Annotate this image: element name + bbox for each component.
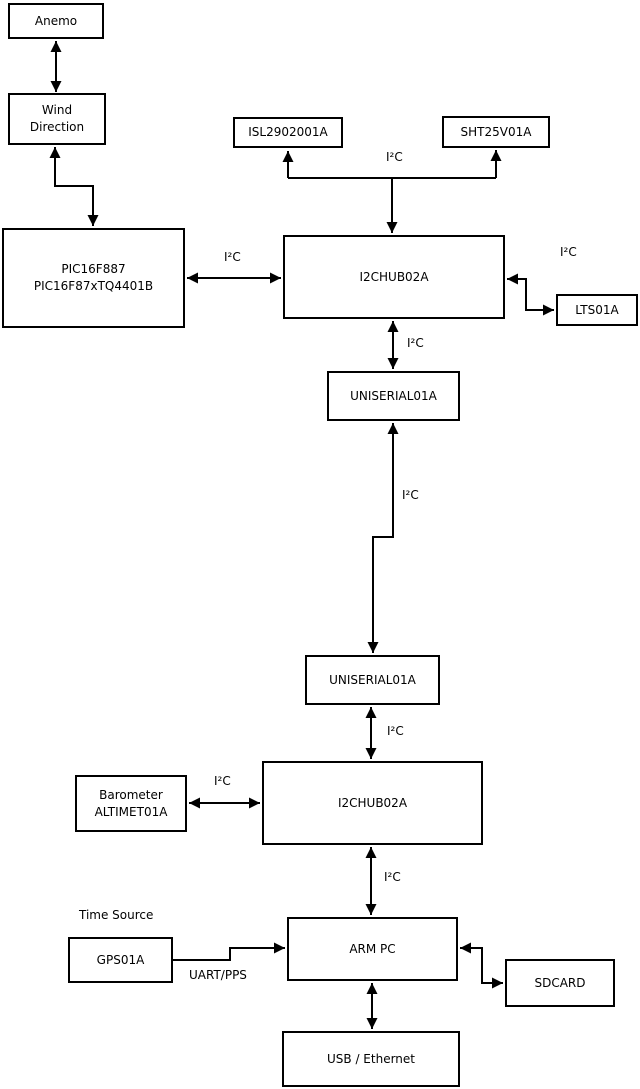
node-sdcard: SDCARD [505, 959, 615, 1007]
edge-label-i2c-sensor-bus: I²C [386, 150, 403, 164]
connector-gps-armpc [173, 942, 285, 961]
node-uniserial-bottom-label: UNISERIAL01A [329, 672, 416, 687]
node-arm-pc: ARM PC [287, 917, 458, 981]
node-uniserial-top-label: UNISERIAL01A [350, 388, 437, 403]
node-wind-direction-label: Wind Direction [29, 103, 85, 134]
node-isl-sensor: ISL2902001A [233, 117, 343, 148]
node-lts-sensor: LTS01A [556, 294, 638, 326]
edge-label-i2c-barometer: I²C [214, 774, 231, 788]
node-pic-microcontroller-label: PIC16F887 PIC16F87xTQ4401B [33, 262, 154, 293]
connector-hub1-lts [507, 273, 554, 316]
time-source-annotation: Time Source [79, 908, 154, 922]
node-gps-label: GPS01A [96, 952, 145, 967]
edge-label-i2c-uniserial-link: I²C [402, 488, 419, 502]
node-i2c-hub-top-label: I2CHUB02A [359, 269, 429, 284]
edge-label-i2c-uniserial-hub2: I²C [387, 724, 404, 738]
edge-label-uart-pps: UART/PPS [189, 968, 247, 982]
node-sdcard-label: SDCARD [534, 975, 586, 990]
node-arm-pc-label: ARM PC [349, 941, 396, 956]
connector-wind-pic [49, 147, 99, 226]
node-anemometer-label: Anemo [34, 13, 78, 28]
node-sht-sensor: SHT25V01A [442, 116, 550, 148]
node-wind-direction: Wind Direction [8, 93, 106, 145]
node-anemometer: Anemo [8, 3, 104, 39]
connector-armpc-sdcard [460, 942, 503, 989]
node-barometer-label: Barometer ALTIMET01A [94, 787, 168, 819]
edge-label-i2c-hub-uniserial: I²C [407, 336, 424, 350]
node-barometer: Barometer ALTIMET01A [75, 775, 187, 832]
node-i2c-hub-bottom-label: I2CHUB02A [337, 795, 408, 810]
node-i2c-hub-top: I2CHUB02A [283, 235, 505, 319]
connector-uniserial1-uniserial2 [367, 423, 399, 653]
node-usb-ethernet: USB / Ethernet [282, 1031, 460, 1087]
node-i2c-hub-bottom: I2CHUB02A [262, 761, 483, 845]
node-pic-microcontroller: PIC16F887 PIC16F87xTQ4401B [2, 228, 185, 328]
node-uniserial-bottom: UNISERIAL01A [305, 655, 440, 705]
node-gps: GPS01A [68, 937, 173, 983]
node-lts-sensor-label: LTS01A [575, 302, 619, 317]
node-usb-ethernet-label: USB / Ethernet [327, 1051, 415, 1066]
edge-label-i2c-lts: I²C [560, 245, 577, 259]
node-sht-sensor-label: SHT25V01A [460, 124, 532, 139]
edge-label-i2c-hub2-armpc: I²C [384, 870, 401, 884]
node-isl-sensor-label: ISL2902001A [248, 125, 328, 139]
edge-label-i2c-pic-hub: I²C [224, 250, 241, 264]
node-uniserial-top: UNISERIAL01A [327, 371, 460, 421]
